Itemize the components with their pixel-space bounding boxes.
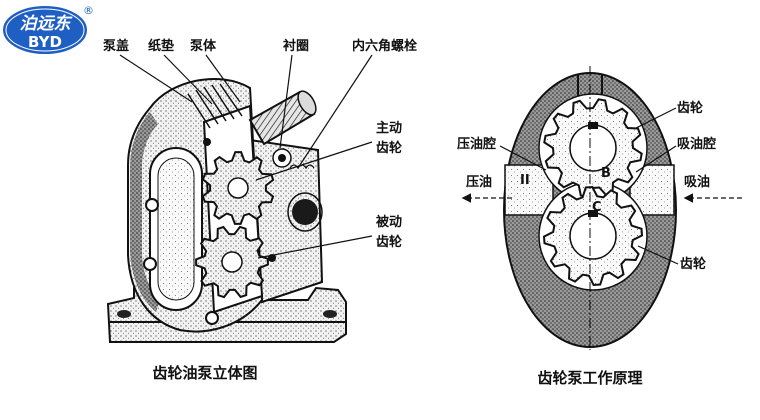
body-port-hole [292,199,318,225]
leader-hex-bolt [297,54,373,169]
leader-pump-cover [119,54,193,103]
label-driven-gear-line1: 被动 [375,214,402,230]
label-pump-body: 泵体 [190,38,217,54]
label-gear-bottom: 齿轮 [680,256,706,272]
label-discharge: 压油 [466,174,492,190]
bolt-icon [143,257,157,271]
housing-top-notch [577,74,603,96]
label-bushing: 衬圈 [283,38,309,54]
drive-gear-hub [227,177,249,199]
bolt-icon [205,311,219,325]
label-point-b: B [601,166,611,181]
label-driven-gear-line2: 齿轮 [376,234,402,250]
label-suction: 吸油 [684,174,710,190]
logo-name: 泊远东 [20,14,74,34]
logo-registered-mark: ® [83,4,94,17]
body-port-rim [287,192,323,232]
cover-inner-slot-rim [157,157,195,301]
leader-driven-gear [257,235,373,259]
bottom-gear-hub [569,212,617,260]
left-figure: 泵盖 纸垫 泵体 衬圈 内六角螺栓 主动 齿轮 被动 齿轮 齿轮油泵立体图 [103,38,417,382]
driven-gear-hub [221,251,243,273]
base-hole-left [117,310,131,318]
logo: 泊远东 BYD ® [1,4,94,56]
label-pump-cover: 泵盖 [103,38,129,54]
layer-hatch [187,83,243,129]
right-caption: 齿轮泵工作原理 [537,369,642,387]
logo-badge-ring [5,8,85,52]
label-suction-chamber: 吸油腔 [677,136,716,152]
label-gear-top: 齿轮 [677,100,703,116]
leader-top-gear [635,107,677,129]
bolt-icon [203,138,211,146]
drive-shaft-end [297,90,317,116]
bolt-icon [145,198,159,212]
base-hole-right [323,310,337,318]
top-gear-keyway [588,122,598,129]
label-drive-gear-line1: 主动 [376,120,402,136]
label-point-c: C [592,200,602,215]
logo-abbr: BYD [28,33,62,51]
bottom-gear-keyway [588,210,598,217]
right-figure: 齿轮 压油腔 吸油腔 压油 吸油 齿轮 B C II 齿轮泵工作原理 [457,66,742,387]
label-port-mark: II [520,173,530,188]
bushing-ring-inner [278,154,286,162]
label-paper-gasket: 纸垫 [148,38,174,54]
logo-badge [1,4,89,56]
leader-bottom-gear [637,245,679,265]
label-discharge-chamber: 压油腔 [457,136,496,152]
cover-side-shade [130,112,160,312]
leader-suction-chamber [635,145,677,173]
label-hex-bolt: 内六角螺栓 [352,38,417,54]
top-gear-hub [569,124,617,172]
leader-bushing [279,54,293,149]
leader-pump-body [205,54,241,103]
leader-discharge-chamber [499,145,547,171]
leader-drive-gear [255,141,373,181]
left-caption: 齿轮油泵立体图 [152,364,257,382]
leader-paper-gasket [163,54,213,105]
label-drive-gear-line2: 齿轮 [376,140,402,156]
